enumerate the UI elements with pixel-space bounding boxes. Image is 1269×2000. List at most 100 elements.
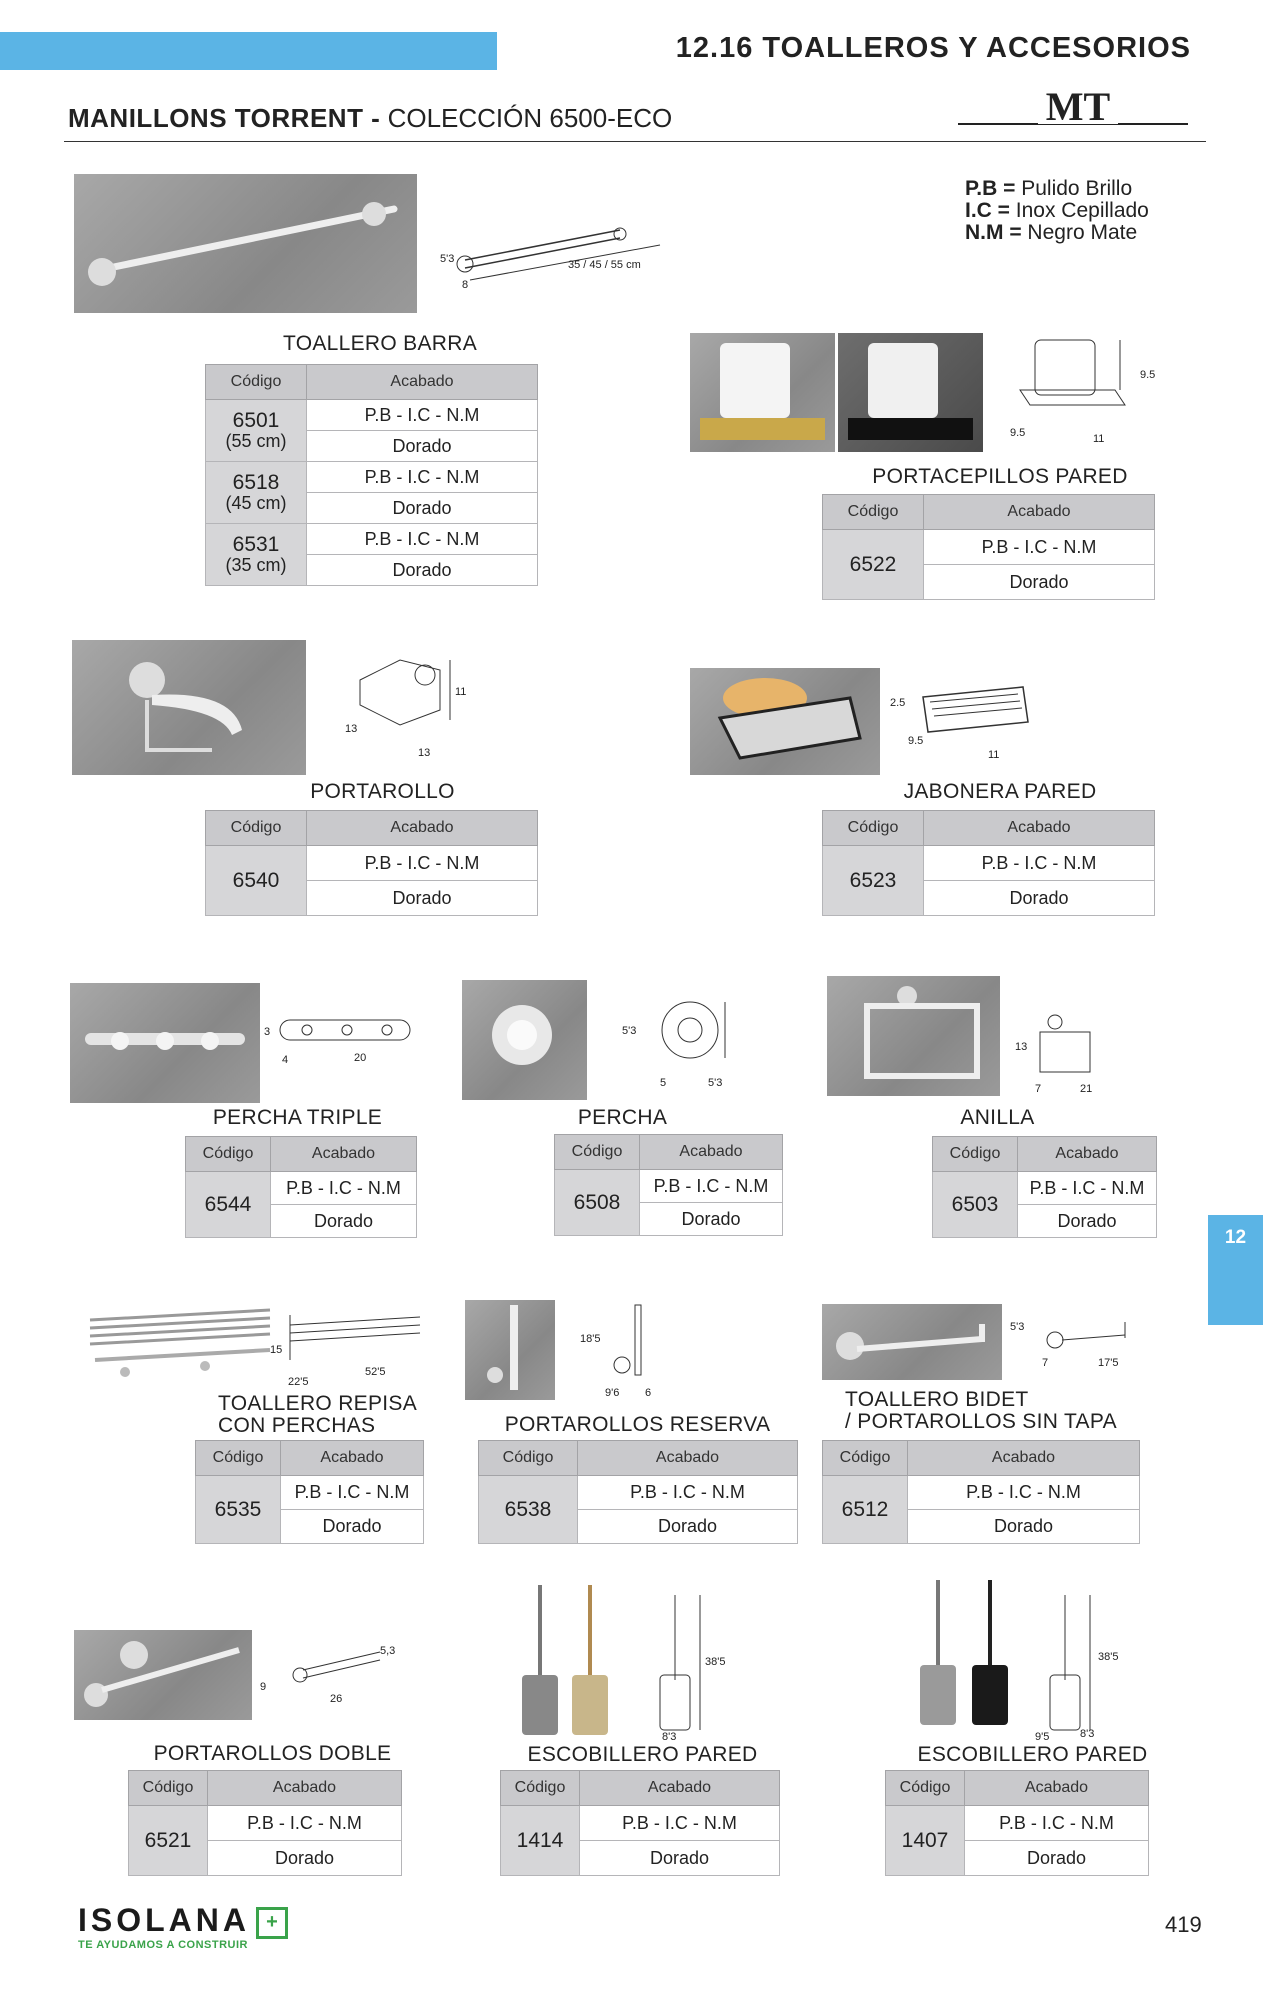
percha-photo bbox=[462, 980, 587, 1100]
svg-text:9.5: 9.5 bbox=[908, 735, 923, 747]
portarollos-reserva-title: PORTAROLLOS RESERVA bbox=[504, 1413, 771, 1436]
svg-text:13: 13 bbox=[418, 747, 430, 759]
escobillero-1-diagram: 38'5 8'3 bbox=[640, 1590, 725, 1743]
finish-legend: P.B = Pulido Brillo I.C = Inox Cepillado… bbox=[965, 178, 1149, 244]
isolana-logo: ISOLANA+ TE AYUDAMOS A CONSTRUIR bbox=[78, 1902, 288, 1951]
svg-text:5,3: 5,3 bbox=[380, 1645, 395, 1657]
legend-ic: I.C = Inox Cepillado bbox=[965, 199, 1149, 222]
svg-text:11: 11 bbox=[988, 749, 999, 761]
svg-text:35 / 45 / 55 cm: 35 / 45 / 55 cm bbox=[568, 259, 641, 271]
svg-text:52'5: 52'5 bbox=[365, 1366, 385, 1378]
portarollo-photo bbox=[72, 640, 306, 775]
svg-text:8'3: 8'3 bbox=[1080, 1728, 1094, 1740]
svg-text:9.5: 9.5 bbox=[1140, 369, 1155, 381]
header-accent-bar bbox=[0, 32, 497, 70]
toallero-bidet-diagram: 5'3 7 17'5 bbox=[1010, 1310, 1140, 1380]
percha-diagram: 5'3 5 5'3 bbox=[620, 990, 740, 1095]
mt-logo: MT bbox=[958, 84, 1188, 129]
svg-text:7: 7 bbox=[1035, 1083, 1041, 1095]
svg-text:9'5: 9'5 bbox=[1035, 1731, 1049, 1743]
svg-text:2.5: 2.5 bbox=[890, 697, 905, 709]
percha-triple-photo bbox=[70, 983, 260, 1103]
svg-text:11: 11 bbox=[455, 686, 466, 698]
svg-text:15: 15 bbox=[270, 1344, 282, 1356]
svg-text:5'3: 5'3 bbox=[708, 1077, 722, 1089]
svg-text:9: 9 bbox=[260, 1681, 266, 1693]
anilla-title: ANILLA bbox=[960, 1106, 1035, 1129]
toallero-bidet-photo bbox=[822, 1304, 1002, 1380]
percha-triple-title: PERCHA TRIPLE bbox=[212, 1106, 383, 1129]
toallero-barra-title: TOALLERO BARRA bbox=[282, 332, 478, 355]
jabonera-title: JABONERA PARED bbox=[903, 780, 1097, 803]
portarollos-reserva-photo bbox=[465, 1300, 555, 1400]
toallero-barra-diagram: 5'3 8 35 / 45 / 55 cm bbox=[440, 210, 661, 291]
portarollo-title: PORTAROLLO bbox=[310, 780, 455, 803]
svg-text:22'5: 22'5 bbox=[288, 1376, 308, 1388]
svg-text:3: 3 bbox=[264, 1026, 270, 1038]
toallero-bidet-title: TOALLERO BIDET/ PORTAROLLOS SIN TAPA bbox=[845, 1388, 1117, 1433]
plus-icon: + bbox=[256, 1906, 288, 1939]
section-title: 12.16 TOALLEROS Y ACCESORIOS bbox=[675, 32, 1191, 64]
svg-text:26: 26 bbox=[330, 1693, 342, 1705]
portacepillos-black-photo bbox=[838, 333, 983, 452]
escobillero-2-title: ESCOBILLERO PARED bbox=[917, 1743, 1148, 1766]
page-number: 419 bbox=[1165, 1912, 1202, 1937]
jabonera-diagram: 2.5 9.5 11 bbox=[888, 682, 1048, 764]
svg-text:13: 13 bbox=[1015, 1041, 1027, 1053]
toallero-barra-photo bbox=[74, 174, 417, 313]
svg-text:21: 21 bbox=[1080, 1083, 1092, 1095]
svg-text:6: 6 bbox=[645, 1387, 651, 1399]
percha-title: PERCHA bbox=[577, 1106, 668, 1129]
brand-label: MANILLONS TORRENT - bbox=[68, 103, 381, 133]
svg-text:5'3: 5'3 bbox=[1010, 1321, 1024, 1333]
svg-text:9.5: 9.5 bbox=[1010, 427, 1025, 439]
svg-text:17'5: 17'5 bbox=[1098, 1357, 1118, 1369]
portacepillos-title: PORTACEPILLOS PARED bbox=[872, 465, 1128, 488]
chapter-tab: 12 bbox=[1208, 1215, 1263, 1325]
svg-text:5'3: 5'3 bbox=[440, 253, 454, 265]
brand-name: ISOLANA bbox=[78, 1902, 250, 1938]
svg-text:8'3: 8'3 bbox=[662, 1731, 676, 1743]
svg-text:7: 7 bbox=[1042, 1357, 1048, 1369]
svg-text:5'3: 5'3 bbox=[622, 1025, 636, 1037]
svg-text:20: 20 bbox=[354, 1052, 366, 1064]
mt-logo-text: MT bbox=[1046, 86, 1111, 128]
anilla-diagram: 13 7 21 bbox=[1015, 1010, 1115, 1100]
svg-text:8: 8 bbox=[462, 279, 468, 291]
legend-pb: P.B = Pulido Brillo bbox=[965, 177, 1133, 200]
jabonera-photo bbox=[690, 668, 880, 775]
collection-label: COLECCIÓN 6500-ECO bbox=[380, 103, 673, 133]
svg-text:5: 5 bbox=[660, 1077, 666, 1089]
svg-text:38'5: 38'5 bbox=[1098, 1651, 1118, 1663]
portarollos-doble-title: PORTAROLLOS DOBLE bbox=[153, 1742, 392, 1765]
escobillero-1-title: ESCOBILLERO PARED bbox=[527, 1743, 758, 1766]
svg-text:18'5: 18'5 bbox=[580, 1333, 600, 1345]
portarollos-doble-diagram: 5,3 9 26 bbox=[255, 1640, 405, 1710]
toallero-repisa-photo bbox=[85, 1300, 275, 1390]
portarollos-doble-photo bbox=[74, 1630, 252, 1720]
collection-subtitle: MANILLONS TORRENT - COLECCIÓN 6500-ECO bbox=[68, 103, 672, 134]
svg-text:11: 11 bbox=[1093, 433, 1104, 445]
svg-text:13: 13 bbox=[345, 723, 357, 735]
portacepillos-gold-photo bbox=[690, 333, 835, 452]
svg-text:38'5: 38'5 bbox=[705, 1656, 725, 1668]
header-rule bbox=[64, 141, 1206, 142]
toallero-repisa-diagram: 15 22'5 52'5 bbox=[270, 1305, 430, 1390]
escobillero-1-photo bbox=[510, 1580, 620, 1740]
anilla-photo bbox=[827, 976, 1000, 1096]
escobillero-2-diagram: 38'5 9'5 8'3 bbox=[1030, 1590, 1140, 1743]
